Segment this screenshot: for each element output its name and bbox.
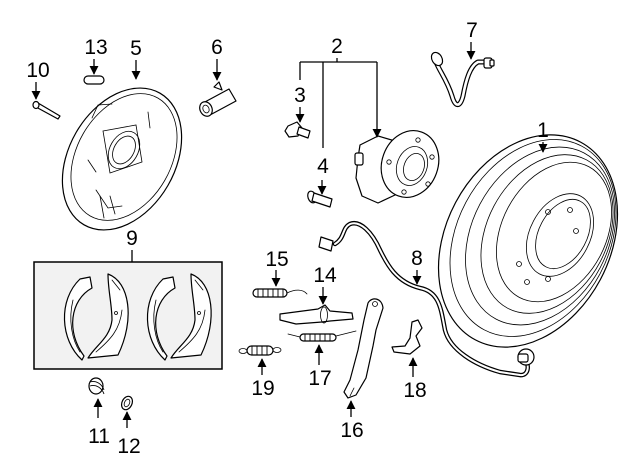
return-spring[interactable] (252, 288, 308, 298)
callout-1: 1 (537, 119, 549, 142)
callout-labels: 1 2 3 4 5 6 7 8 9 10 11 12 13 14 15 16 1… (26, 19, 549, 458)
wheel-stud[interactable] (306, 190, 333, 208)
callout-5: 5 (130, 37, 142, 60)
adjuster-lever[interactable] (391, 319, 423, 355)
hub-bolt[interactable] (284, 121, 311, 139)
brake-hose[interactable] (429, 50, 495, 108)
hub-and-bearing-assembly[interactable] (354, 122, 448, 205)
adjuster[interactable] (279, 304, 354, 325)
plug[interactable] (83, 75, 105, 85)
callout-6: 6 (211, 36, 223, 59)
callout-8: 8 (411, 247, 423, 270)
brake-shoe-set[interactable] (33, 261, 223, 370)
callout-15: 15 (265, 248, 288, 271)
lower-spring[interactable] (238, 345, 282, 356)
backing-plate[interactable] (38, 67, 206, 252)
callout-2: 2 (331, 35, 343, 58)
callout-12: 12 (117, 435, 140, 458)
parking-brake-lever[interactable] (343, 298, 384, 399)
callout-14: 14 (313, 264, 337, 287)
wheel-cylinder[interactable] (197, 81, 237, 118)
leader-lines (31, 42, 548, 428)
callout-7: 7 (466, 19, 478, 42)
callout-10: 10 (26, 59, 49, 82)
callout-4: 4 (317, 155, 329, 178)
callout-19: 19 (251, 377, 274, 400)
hold-down-pin[interactable] (32, 100, 61, 120)
retainer-cup[interactable] (120, 395, 135, 412)
brake-drum[interactable] (403, 104, 640, 379)
callout-13: 13 (84, 36, 107, 59)
hold-down-spring[interactable] (88, 377, 105, 395)
callout-18: 18 (403, 379, 426, 402)
adjuster-spring[interactable] (287, 330, 357, 342)
callout-9: 9 (126, 227, 138, 250)
callout-17: 17 (308, 367, 331, 390)
callout-16: 16 (340, 419, 363, 442)
callout-3: 3 (294, 84, 306, 107)
callout-11: 11 (88, 425, 110, 448)
abs-sensor[interactable] (318, 221, 535, 378)
